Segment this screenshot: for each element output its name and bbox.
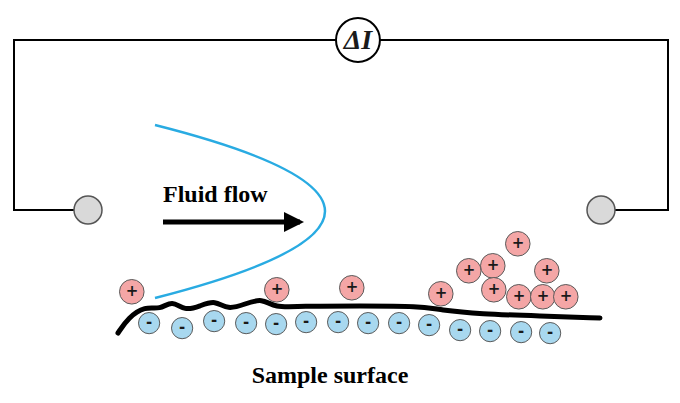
cation: + bbox=[506, 284, 532, 310]
anion-circle bbox=[449, 319, 470, 340]
anion-circle bbox=[388, 312, 409, 333]
cation-circle bbox=[507, 285, 532, 310]
cation-circle bbox=[506, 232, 531, 257]
ion-sign: - bbox=[426, 317, 432, 332]
cation-circle bbox=[457, 259, 482, 284]
ion-sign: - bbox=[396, 315, 402, 330]
ion-sign: - bbox=[365, 315, 371, 330]
cation-circle bbox=[535, 259, 560, 284]
anion-circle bbox=[235, 312, 256, 333]
ion-sign: - bbox=[273, 316, 279, 331]
cation: + bbox=[456, 258, 482, 284]
cation: + bbox=[428, 281, 454, 307]
electrode bbox=[74, 196, 102, 224]
ion-sign: + bbox=[541, 263, 554, 278]
anion: - bbox=[539, 322, 561, 344]
anion: - bbox=[418, 314, 440, 336]
ion-sign: + bbox=[488, 282, 501, 297]
ion-sign: + bbox=[512, 236, 525, 251]
ion-sign: - bbox=[243, 315, 249, 330]
ion-sign: - bbox=[146, 315, 152, 330]
cation: + bbox=[480, 253, 506, 279]
anion-circle bbox=[265, 313, 286, 334]
surface-label: Sample surface bbox=[252, 362, 409, 389]
ion-sign: + bbox=[271, 282, 284, 297]
anion: - bbox=[265, 313, 287, 335]
ion-sign: - bbox=[457, 322, 463, 337]
anion: - bbox=[479, 320, 501, 342]
ion-sign: + bbox=[346, 280, 359, 295]
ion-sign: - bbox=[211, 313, 217, 328]
ion-sign: + bbox=[487, 258, 500, 273]
anion-circle bbox=[479, 320, 500, 341]
ion-sign: + bbox=[435, 286, 448, 301]
anion: - bbox=[357, 312, 379, 334]
cation-circle bbox=[120, 280, 145, 305]
electrode bbox=[587, 196, 615, 224]
anion: - bbox=[203, 310, 225, 332]
wire bbox=[14, 40, 336, 210]
cation-circle bbox=[531, 285, 556, 310]
cation: + bbox=[264, 277, 290, 303]
meter-label: ΔI bbox=[344, 26, 372, 54]
current-meter: ΔI bbox=[335, 17, 381, 63]
current-meter-circle bbox=[336, 18, 380, 62]
cation-circle bbox=[481, 254, 506, 279]
anion-circle bbox=[138, 312, 159, 333]
ion-sign: - bbox=[547, 325, 553, 340]
cation: + bbox=[530, 284, 556, 310]
anion: - bbox=[235, 312, 257, 334]
anion: - bbox=[510, 321, 532, 343]
anion-circle bbox=[510, 321, 531, 342]
flow-label: Fluid flow bbox=[163, 181, 268, 208]
cation: + bbox=[534, 258, 560, 284]
ion-sign: - bbox=[518, 324, 524, 339]
anion: - bbox=[327, 311, 349, 333]
flow-arrow bbox=[163, 220, 300, 225]
ion-sign: - bbox=[487, 323, 493, 338]
anion-circle bbox=[295, 311, 316, 332]
cation: + bbox=[339, 275, 365, 301]
anion: - bbox=[295, 311, 317, 333]
cation: + bbox=[119, 279, 145, 305]
anion-circle bbox=[203, 310, 224, 331]
flow-profile bbox=[155, 125, 325, 298]
ion-sign: + bbox=[560, 289, 573, 304]
ion-sign: - bbox=[303, 314, 309, 329]
anion-circle bbox=[357, 312, 378, 333]
anion: - bbox=[138, 312, 160, 334]
cation-circle bbox=[554, 285, 579, 310]
ion-sign: + bbox=[463, 263, 476, 278]
cation: + bbox=[505, 231, 531, 257]
anion-circle bbox=[418, 314, 439, 335]
anion: - bbox=[388, 312, 410, 334]
cation: + bbox=[553, 284, 579, 310]
ion-sign: - bbox=[335, 314, 341, 329]
cation-circle bbox=[482, 278, 507, 303]
anion-circle bbox=[171, 317, 192, 338]
cation-circle bbox=[265, 278, 290, 303]
cation-circle bbox=[340, 276, 365, 301]
anion: - bbox=[171, 317, 193, 339]
anion: - bbox=[449, 319, 471, 341]
cation-circle bbox=[429, 282, 454, 307]
ion-sign: + bbox=[513, 289, 526, 304]
ion-sign: + bbox=[126, 284, 139, 299]
cation: + bbox=[481, 277, 507, 303]
anion-circle bbox=[539, 322, 560, 343]
ion-sign: + bbox=[537, 289, 550, 304]
anion-circle bbox=[327, 311, 348, 332]
wire bbox=[380, 40, 668, 210]
ion-sign: - bbox=[179, 320, 185, 335]
